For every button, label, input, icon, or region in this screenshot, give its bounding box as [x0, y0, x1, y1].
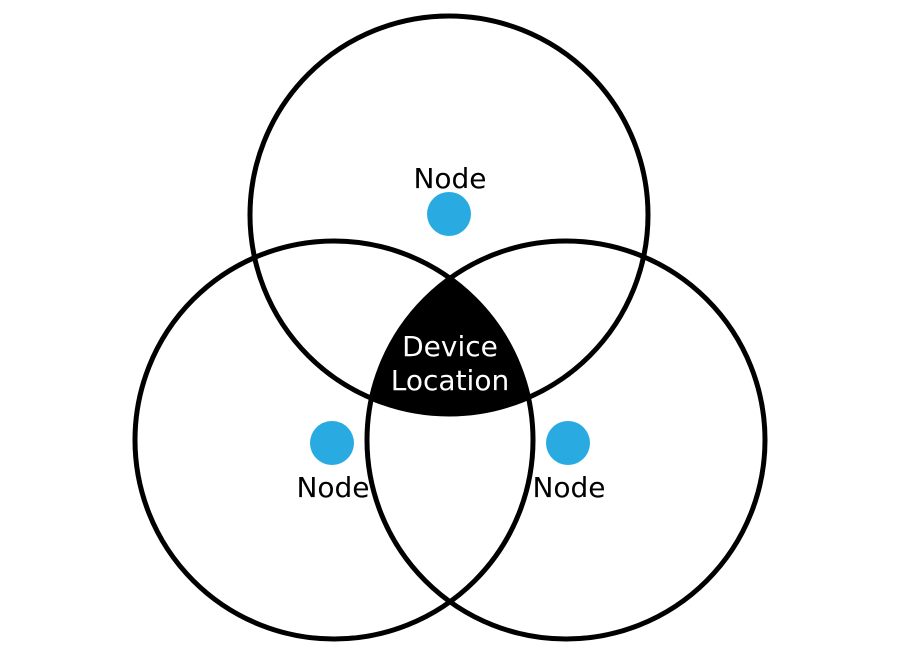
coverage-circle-bottom-right: [364, 238, 768, 642]
device-location-label-line1: Device: [402, 330, 498, 363]
device-location-region: [371, 278, 529, 414]
node-dot-bottom-left-icon: [310, 421, 354, 465]
coverage-circle-top: [247, 13, 651, 417]
coverage-circle-bottom-left: [132, 238, 536, 642]
node-label-top: Node: [413, 162, 486, 195]
node-dot-bottom-right-icon: [546, 421, 590, 465]
node-dot-top-icon: [427, 192, 471, 236]
node-label-bottom-right: Node: [532, 471, 605, 504]
device-location-label-line2: Location: [391, 364, 509, 397]
node-label-bottom-left: Node: [296, 471, 369, 504]
